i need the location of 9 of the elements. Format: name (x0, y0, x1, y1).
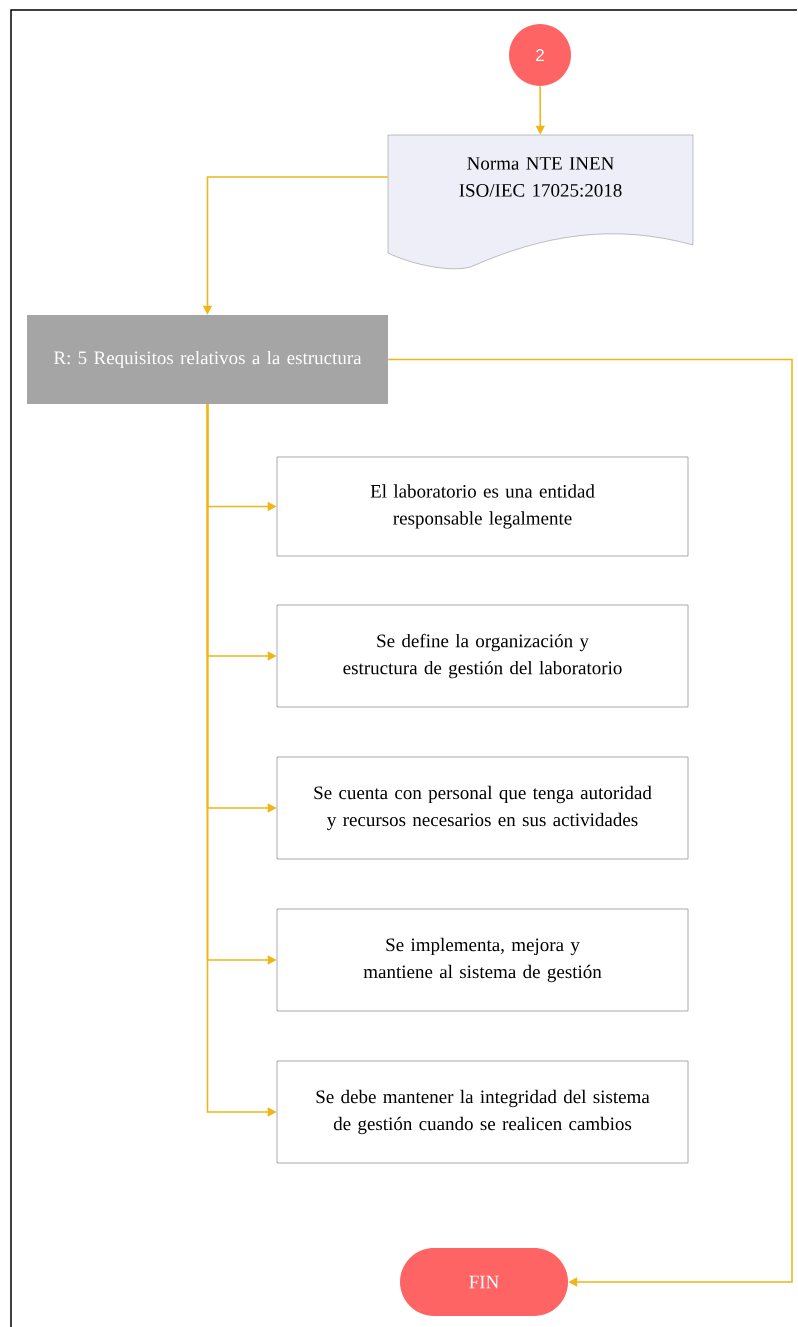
process-box: El laboratorio es una entidad responsable legalmente (276, 456, 689, 557)
process-box: Se debe mantener la integridad del sistema de gestión cuando se realicen cambios (276, 1060, 689, 1164)
process-box: Se define la organización y estructura de gestión del laboratorio (276, 604, 689, 708)
process-box: Se implementa, mejora y mantiene al sistema de gestión (276, 908, 689, 1012)
heading-box: R: 5 Requisitos relativos a la estructura (27, 315, 388, 404)
arrow (387, 358, 793, 1287)
process-box: Se cuenta con personal que tenga autoridad y recursos necesarios en sus actividades (276, 756, 689, 860)
document-box: Norma NTE INEN ISO/IEC 17025:2018 (387, 134, 694, 269)
end-terminator: FIN (400, 1248, 568, 1316)
